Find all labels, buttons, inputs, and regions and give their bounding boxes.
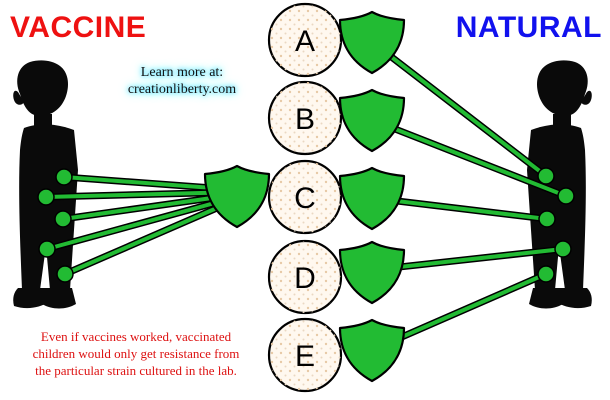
natural-links xyxy=(368,38,570,354)
vaccine-dot xyxy=(55,168,73,186)
natural-dot xyxy=(537,265,555,283)
strain-b: B xyxy=(267,80,343,156)
vaccine-dot xyxy=(38,240,56,258)
strain-e-shield-icon xyxy=(338,318,406,383)
natural-link-b xyxy=(368,116,570,200)
strain-c-shield-icon xyxy=(338,166,406,231)
caption-line: children would only get resistance from xyxy=(32,346,240,361)
strain-e: E xyxy=(267,317,343,393)
strain-c-texture xyxy=(269,161,341,233)
caption-line: the particular strain cultured in the la… xyxy=(35,363,237,378)
caption-text: Even if vaccines worked, vaccinated chil… xyxy=(10,328,262,379)
strain-d-letter: D xyxy=(294,262,316,295)
natural-dot xyxy=(554,240,572,258)
natural-link-a xyxy=(368,38,550,180)
strain-c-letter: C xyxy=(294,182,316,215)
vaccine-dot xyxy=(56,265,74,283)
natural-dots xyxy=(537,167,575,283)
vaccine-dot xyxy=(37,188,55,206)
natural-link-c xyxy=(368,194,551,223)
vaccine-link xyxy=(43,192,244,253)
natural-dot xyxy=(557,187,575,205)
learn-more-url: creationliberty.com xyxy=(127,82,237,97)
strain-b-letter: B xyxy=(295,103,315,136)
vaccine-dot xyxy=(54,210,72,228)
strain-b-shield-icon xyxy=(338,88,406,153)
strain-a-texture xyxy=(269,4,341,76)
natural-title: NATURAL xyxy=(455,11,602,44)
vaccine-shield-icon xyxy=(203,164,271,229)
learn-more-label: Learn more at: xyxy=(140,65,224,80)
strain-e-texture xyxy=(269,319,341,391)
strain-d-shield-icon xyxy=(338,240,406,305)
strain-a-shield-icon xyxy=(338,10,406,75)
natural-dot xyxy=(537,167,555,185)
strain-a: A xyxy=(267,2,343,78)
strain-d: D xyxy=(267,239,343,315)
vaccinated-child-silhouette xyxy=(13,60,78,309)
strain-d-texture xyxy=(269,241,341,313)
learn-more-note: Learn more at: creationliberty.com xyxy=(118,64,246,98)
caption-line: Even if vaccines worked, vaccinated xyxy=(40,329,232,344)
strain-c: C xyxy=(267,159,343,235)
natural-dot xyxy=(538,210,556,228)
strain-a-letter: A xyxy=(295,25,315,58)
strain-e-letter: E xyxy=(295,340,315,373)
vaccine-dots xyxy=(37,168,74,283)
strain-b-texture xyxy=(269,82,341,154)
vaccine-title: VACCINE xyxy=(10,11,147,44)
vaccine-link xyxy=(61,194,244,278)
natural-link-d xyxy=(368,245,567,274)
